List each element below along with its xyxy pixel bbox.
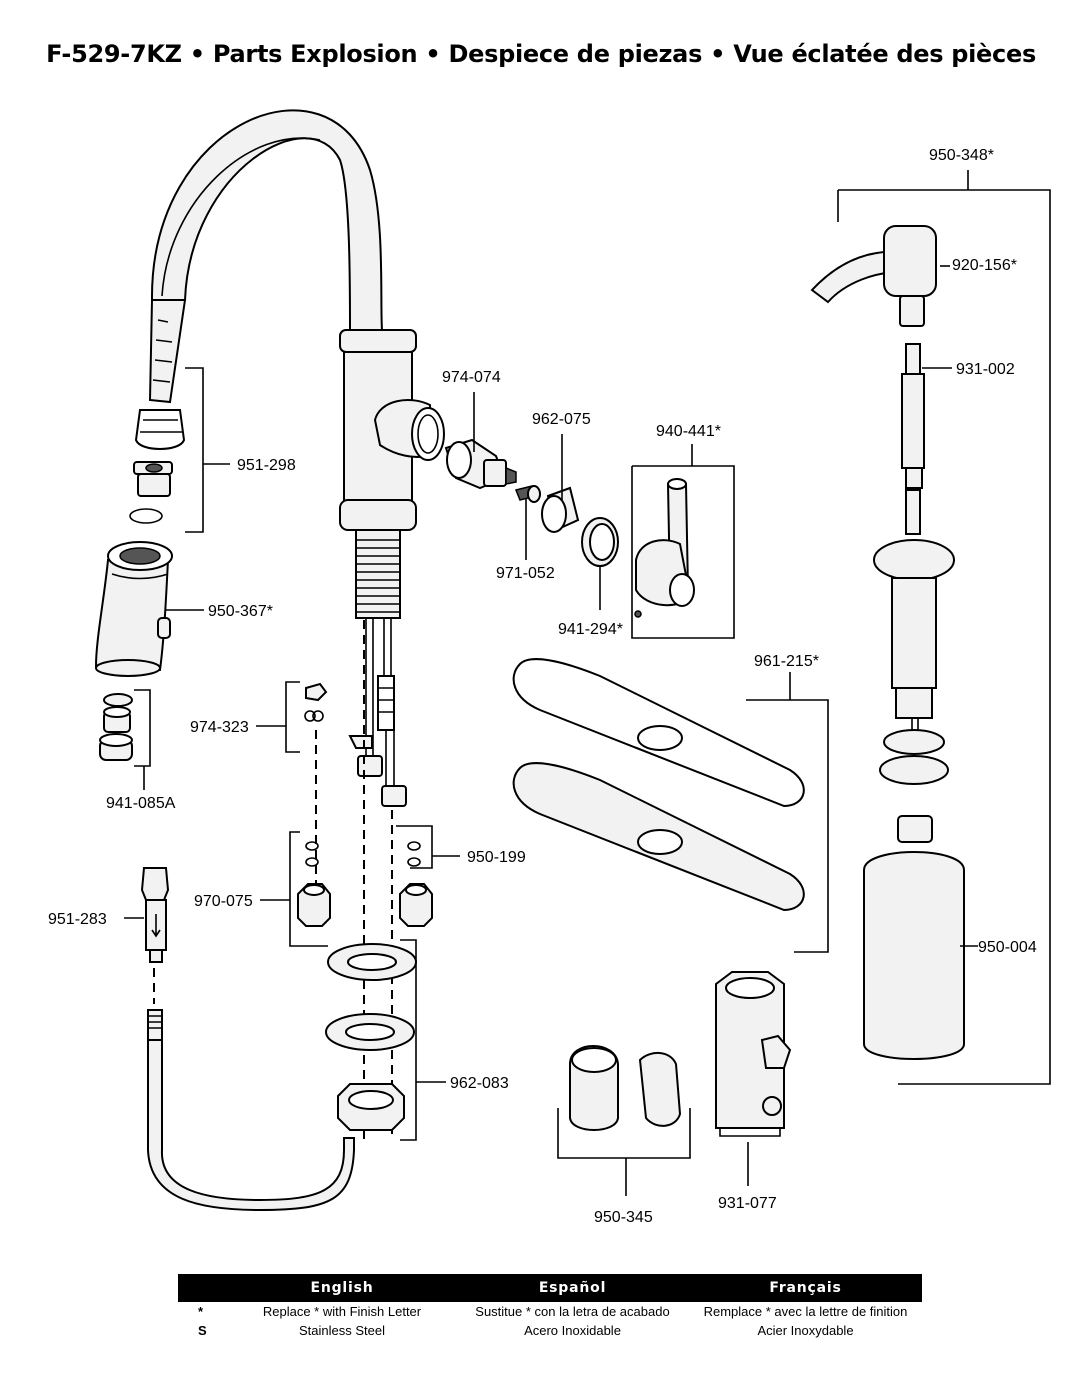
legend-header-francais: Français bbox=[769, 1280, 842, 1296]
part-920-156-pump-head bbox=[810, 225, 937, 327]
legend-row: * Replace * with Finish Letter Sustitue … bbox=[178, 1302, 922, 1321]
legend-table: English Español Français * Replace * wit… bbox=[178, 1274, 922, 1340]
part-941-085A-aerator bbox=[99, 693, 133, 761]
label-950-348: 950-348* bbox=[929, 147, 994, 164]
faucet-spout bbox=[150, 109, 384, 331]
part-962-075-adapter bbox=[541, 486, 580, 533]
part-951-298-adapter bbox=[129, 461, 173, 524]
pulldown-hose-upper bbox=[148, 299, 187, 404]
part-931-077-bracket bbox=[715, 971, 792, 1137]
legend-english: Replace * with Finish Letter bbox=[262, 1304, 422, 1319]
part-950-348-soap-body bbox=[873, 489, 955, 785]
label-950-004: 950-004 bbox=[978, 939, 1037, 956]
part-970-075-nuts bbox=[297, 883, 433, 927]
legend-header-english: English bbox=[310, 1280, 374, 1296]
part-950-367-spray-head bbox=[94, 541, 173, 677]
label-920-156: 920-156* bbox=[952, 257, 1017, 274]
part-931-002-pump bbox=[901, 343, 925, 489]
legend-francais: Acier Inoxydable bbox=[757, 1323, 854, 1338]
parts-diagram: 950-348* 920-156* 931-002 974-074 962-07… bbox=[48, 109, 1051, 1226]
label-940-441: 940-441* bbox=[656, 423, 721, 440]
label-974-323: 974-323 bbox=[190, 719, 249, 736]
legend-symbol: * bbox=[198, 1304, 204, 1319]
label-971-052: 971-052 bbox=[496, 565, 555, 582]
label-962-083: 962-083 bbox=[450, 1075, 509, 1092]
label-950-345: 950-345 bbox=[594, 1209, 653, 1226]
part-962-083-mounting bbox=[325, 943, 417, 1131]
legend-row: S Stainless Steel Acero Inoxidable Acier… bbox=[178, 1321, 922, 1340]
legend-francais: Remplace * avec la lettre de finition bbox=[703, 1304, 908, 1319]
label-931-002: 931-002 bbox=[956, 361, 1015, 378]
label-970-075: 970-075 bbox=[194, 893, 253, 910]
label-950-199: 950-199 bbox=[467, 849, 526, 866]
label-951-283: 951-283 bbox=[48, 911, 107, 928]
spray-head-tip bbox=[134, 409, 186, 450]
part-950-345-clip bbox=[569, 1045, 682, 1131]
part-950-004-bottle bbox=[863, 815, 965, 1060]
page-title: F-529-7KZ • Parts Explosion • Despiece d… bbox=[46, 40, 1036, 68]
pulldown-hose-lower bbox=[147, 1009, 355, 1212]
label-941-294: 941-294* bbox=[558, 621, 623, 638]
supply-lines bbox=[348, 618, 407, 807]
legend-espanol: Acero Inoxidable bbox=[524, 1323, 621, 1338]
legend-header-espanol: Español bbox=[538, 1280, 607, 1296]
part-951-283-quick-connect bbox=[140, 867, 170, 963]
legend-symbol: S bbox=[198, 1323, 207, 1338]
label-951-298: 951-298 bbox=[237, 457, 296, 474]
part-974-074-cartridge bbox=[444, 438, 517, 490]
part-940-441-handle bbox=[634, 478, 695, 618]
label-931-077: 931-077 bbox=[718, 1195, 777, 1212]
part-950-199-o-rings bbox=[305, 841, 421, 867]
label-974-074: 974-074 bbox=[442, 369, 501, 386]
part-974-323-clip bbox=[304, 682, 328, 722]
part-961-215-deck-plate bbox=[512, 658, 805, 912]
legend-espanol: Sustitue * con la letra de acabado bbox=[475, 1304, 670, 1319]
label-941-085A: 941-085A bbox=[106, 795, 176, 812]
label-950-367: 950-367* bbox=[208, 603, 273, 620]
part-971-052-screw bbox=[514, 485, 541, 503]
label-962-075: 962-075 bbox=[532, 411, 591, 428]
threaded-shank bbox=[355, 529, 401, 619]
legend-english: Stainless Steel bbox=[299, 1323, 385, 1338]
label-961-215: 961-215* bbox=[754, 653, 819, 670]
part-941-294-ring bbox=[581, 517, 619, 567]
legend-header-row: English Español Français bbox=[178, 1274, 922, 1302]
faucet-body bbox=[339, 329, 445, 531]
